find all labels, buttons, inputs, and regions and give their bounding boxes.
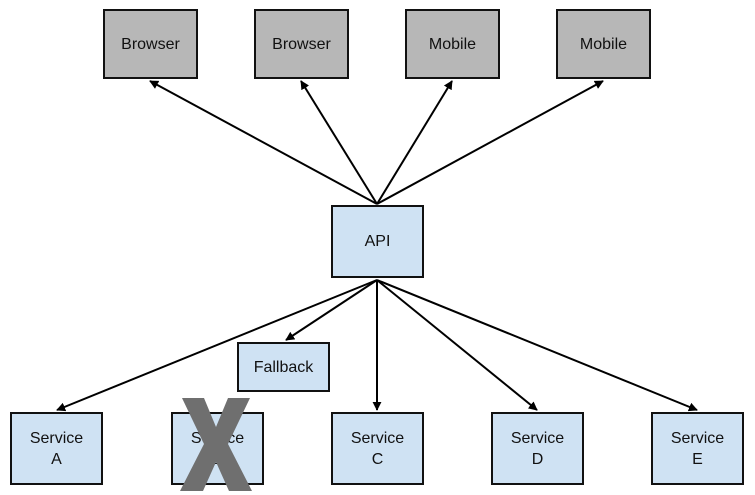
node-label: Fallback: [253, 358, 314, 376]
service-c-node: Service C: [331, 412, 424, 485]
node-label: API: [364, 233, 391, 250]
browser-client-node: Browser: [103, 9, 198, 79]
service-a-node: Service A: [10, 412, 103, 485]
node-label: Service D: [510, 429, 565, 468]
api-to-browser-2-edge: [300, 80, 378, 205]
api-to-fallback-edge: [285, 279, 378, 341]
node-label: Service C: [350, 429, 405, 468]
node-label: Mobile: [428, 35, 477, 53]
x-mark-icon: [180, 398, 252, 491]
mobile-client-node: Mobile: [556, 9, 651, 79]
mobile-client-node: Mobile: [405, 9, 500, 79]
node-label: Browser: [272, 35, 331, 53]
node-label: Browser: [121, 35, 180, 53]
api-to-service-d-edge: [376, 279, 538, 411]
api-node: API: [331, 205, 424, 278]
api-to-service-a-edge: [56, 279, 378, 412]
fallback-node: Fallback: [237, 342, 330, 392]
service-e-node: Service E: [651, 412, 744, 485]
api-to-mobile-2-edge: [376, 80, 604, 205]
api-to-mobile-1-edge: [376, 80, 453, 205]
node-label: Service E: [670, 429, 725, 468]
browser-client-node: Browser: [254, 9, 349, 79]
api-to-service-e-edge: [376, 279, 698, 412]
node-label: Mobile: [579, 35, 628, 53]
service-d-node: Service D: [491, 412, 584, 485]
api-to-browser-1-edge: [149, 80, 378, 205]
node-label: Service A: [29, 429, 84, 468]
